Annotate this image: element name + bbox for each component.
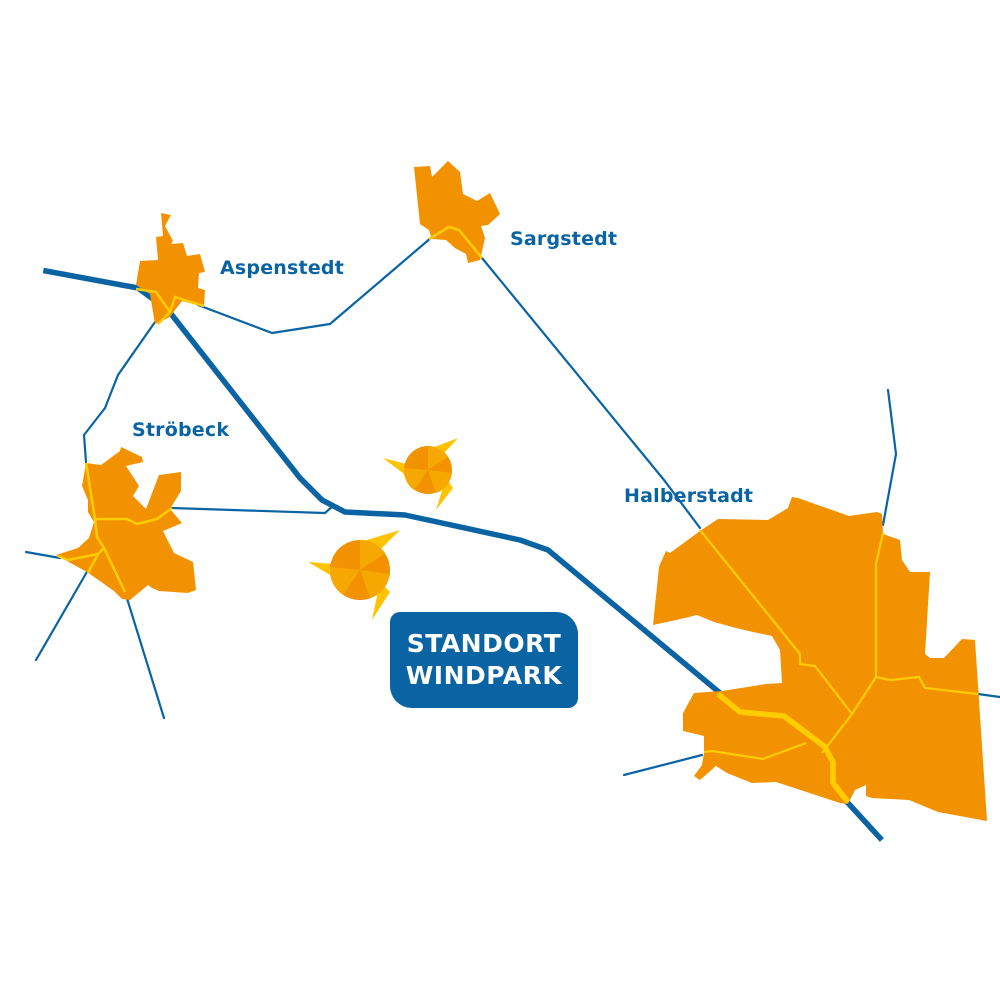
town-area-shape	[414, 161, 500, 263]
road-halberstadt-north	[881, 388, 898, 527]
wind-turbine-icon	[308, 530, 400, 620]
town-internal-road	[699, 529, 853, 715]
town-aspenstedt	[135, 213, 205, 325]
town-internal-road	[875, 675, 979, 696]
windpark-location-badge: STANDORT WINDPARK	[390, 612, 578, 708]
town-sargstedt	[414, 161, 500, 263]
town-internal-road	[57, 547, 105, 562]
wind-turbine-icon	[383, 438, 458, 510]
road-stroebeck-south	[123, 590, 166, 720]
road-stroebeck-connector	[170, 503, 336, 515]
label-aspenstedt: Aspenstedt	[220, 257, 344, 279]
town-internal-road	[168, 295, 205, 313]
town-halberstadt	[653, 497, 987, 821]
town-internal-road	[95, 506, 173, 526]
road-sargstedt-halberstadt	[480, 256, 702, 530]
road-halberstadt-west	[622, 753, 704, 777]
label-sargstedt: Sargstedt	[510, 228, 618, 250]
road-aspenstedt-stroebeck	[82, 320, 157, 464]
town-internal-road	[428, 225, 483, 259]
road-aspenstedt-sargstedt	[196, 235, 434, 335]
town-internal-road	[86, 553, 100, 574]
town-internal-road	[84, 462, 127, 593]
town-area-shape	[653, 497, 987, 821]
town-internal-road	[135, 287, 172, 325]
label-halberstadt: Halberstadt	[624, 485, 754, 507]
badge-line-2: WINDPARK	[405, 661, 563, 690]
road-stroebeck-west	[24, 550, 62, 560]
town-stroebeck	[56, 447, 196, 600]
town-main-road-segment	[716, 691, 851, 804]
town-area-shape	[136, 213, 205, 324]
town-internal-road	[703, 741, 807, 761]
label-stroebeck: Ströbeck	[132, 419, 230, 441]
road-stroebeck-southwest	[34, 568, 90, 662]
town-area-shape	[56, 447, 196, 600]
minor-roads	[24, 235, 1000, 777]
road-halberstadt-east	[976, 692, 1000, 699]
badge-line-1: STANDORT	[406, 629, 562, 658]
